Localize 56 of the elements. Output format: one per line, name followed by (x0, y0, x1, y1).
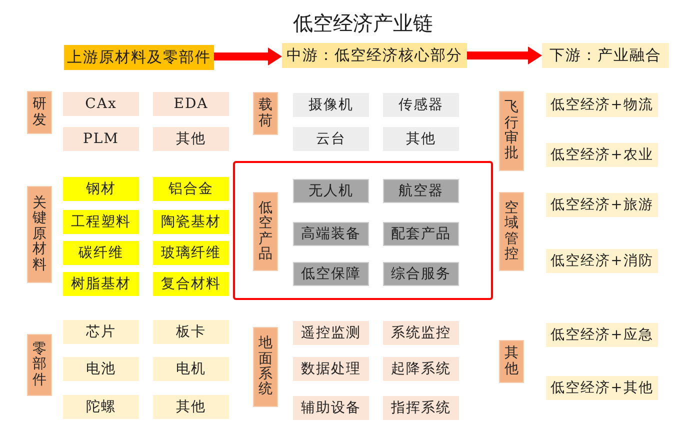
product-tag: 无人机 (293, 179, 369, 203)
component-tag: 陀螺 (63, 395, 139, 419)
product-tag: 配套产品 (383, 222, 459, 246)
application-tag: 低空经济+物流 (546, 93, 658, 117)
ground-system-tag: 指挥系统 (383, 396, 459, 420)
material-tag: 碳纤维 (63, 241, 139, 265)
material-tag: 树脂基材 (63, 272, 139, 296)
stage-header: 中游：低空经济核心部分 (282, 43, 467, 68)
payload-tag: 其他 (383, 127, 459, 151)
material-tag: 陶瓷基材 (153, 210, 229, 234)
product-tag: 高端装备 (293, 222, 369, 246)
category-label: 其他 (499, 340, 524, 383)
application-tag: 低空经济+其他 (546, 376, 658, 400)
application-tag: 低空经济+消防 (546, 249, 658, 273)
category-label: 低空产品 (253, 192, 278, 271)
component-tag: 板卡 (153, 320, 229, 344)
category-label: 空域管控 (499, 192, 524, 271)
payload-tag: 摄像机 (293, 93, 369, 117)
stage-header: 上游原材料及零部件 (64, 45, 214, 70)
component-tag: 芯片 (63, 320, 139, 344)
component-tag: 电机 (153, 357, 229, 381)
material-tag: 工程塑料 (63, 210, 139, 234)
payload-tag: 云台 (293, 127, 369, 151)
application-tag: 低空经济+农业 (546, 143, 658, 167)
item-tag: PLM (63, 127, 139, 151)
category-label: 地面系统 (253, 327, 278, 407)
category-label: 关键原材料 (27, 186, 52, 283)
arrow (467, 46, 542, 64)
application-tag: 低空经济+应急 (546, 323, 658, 347)
product-tag: 低空保障 (293, 262, 369, 286)
material-tag: 复合材料 (153, 272, 229, 296)
title: 低空经济产业链 (293, 11, 433, 35)
payload-tag: 传感器 (383, 93, 459, 117)
category-label: 零部件 (27, 334, 52, 396)
material-tag: 铝合金 (153, 177, 229, 201)
ground-system-tag: 系统监控 (383, 321, 459, 345)
ground-system-tag: 辅助设备 (293, 396, 369, 420)
material-tag: 玻璃纤维 (153, 241, 229, 265)
component-tag: 电池 (63, 357, 139, 381)
arrow (214, 48, 282, 66)
stage-header: 下游：产业融合 (542, 43, 669, 68)
item-tag: EDA (153, 92, 229, 116)
ground-system-tag: 起降系统 (383, 357, 459, 381)
application-tag: 低空经济+旅游 (546, 193, 658, 217)
highlight-frame (233, 161, 493, 300)
item-tag: 其他 (153, 127, 229, 151)
ground-system-tag: 遥控监测 (293, 321, 369, 345)
ground-system-tag: 数据处理 (293, 357, 369, 381)
material-tag: 钢材 (63, 177, 139, 201)
category-label: 载荷 (253, 92, 278, 135)
category-label: 飞行审批 (499, 91, 524, 171)
product-tag: 航空器 (383, 179, 459, 203)
component-tag: 其他 (153, 395, 229, 419)
product-tag: 综合服务 (383, 262, 459, 286)
item-tag: CAx (63, 92, 139, 116)
category-label: 研发 (27, 91, 52, 134)
